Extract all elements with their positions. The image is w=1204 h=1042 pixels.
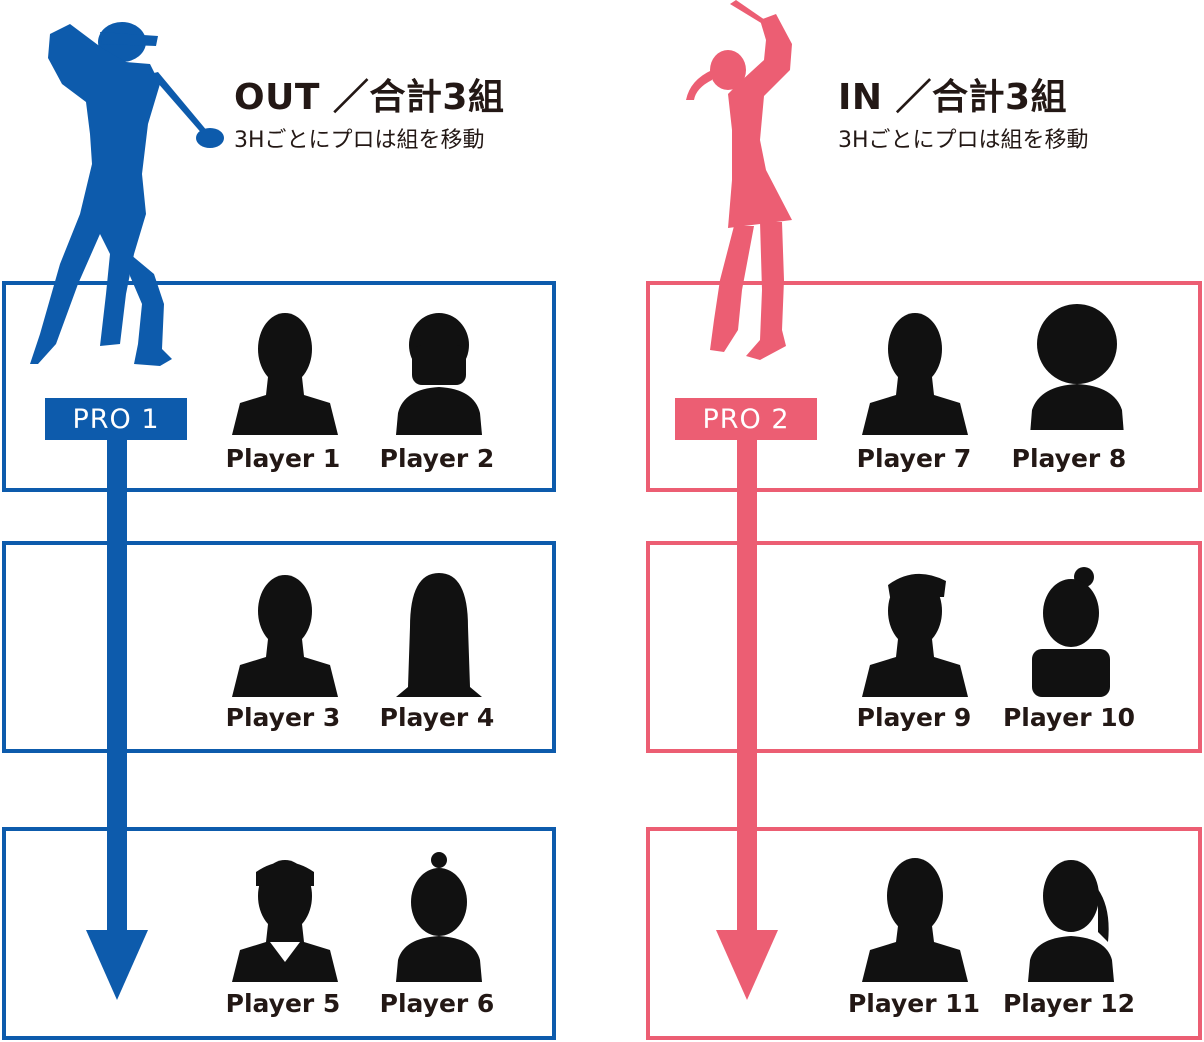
player-2-label: Player 2 xyxy=(379,444,495,473)
player-4-label: Player 4 xyxy=(379,703,495,732)
in-subtitle: 3Hごとにプロは組を移動 xyxy=(838,128,1089,153)
in-title: IN ／合計3組 xyxy=(838,77,1068,118)
female-golfer-icon xyxy=(686,0,792,360)
player-12-avatar-icon xyxy=(1028,860,1114,982)
out-group-1-box xyxy=(2,281,556,492)
player-11-avatar-icon xyxy=(862,858,968,982)
player-11-label: Player 11 xyxy=(847,989,981,1018)
player-3-label: Player 3 xyxy=(225,703,341,732)
player-5-label: Player 5 xyxy=(225,989,341,1018)
in-group-3-box xyxy=(646,827,1202,1040)
male-golfer-icon xyxy=(30,22,224,366)
player-5-avatar-icon xyxy=(232,860,338,982)
player-12-label: Player 12 xyxy=(1002,989,1136,1018)
player-1-avatar-icon xyxy=(232,313,338,435)
player-10-avatar-icon xyxy=(1032,567,1110,697)
player-3-avatar-icon xyxy=(232,575,338,697)
out-group-3-box xyxy=(2,827,556,1040)
player-7-label: Player 7 xyxy=(856,444,972,473)
in-group-1-box xyxy=(646,281,1202,492)
pro-1-badge: PRO 1 xyxy=(45,398,187,440)
out-move-arrow-icon xyxy=(86,440,148,1000)
in-move-arrow-icon xyxy=(716,440,778,1000)
player-4-avatar-icon xyxy=(396,573,482,697)
out-title: OUT ／合計3組 xyxy=(234,77,505,118)
in-group-2-box xyxy=(646,541,1202,753)
player-8-label: Player 8 xyxy=(1011,444,1127,473)
player-1-label: Player 1 xyxy=(225,444,341,473)
player-2-avatar-icon xyxy=(396,313,482,435)
player-7-avatar-icon xyxy=(862,313,968,435)
out-subtitle: 3Hごとにプロは組を移動 xyxy=(234,128,485,153)
player-9-avatar-icon xyxy=(862,573,968,697)
player-10-label: Player 10 xyxy=(1002,703,1136,732)
player-9-label: Player 9 xyxy=(856,703,972,732)
out-group-2-box xyxy=(2,541,556,753)
player-6-avatar-icon xyxy=(396,852,482,982)
player-6-label: Player 6 xyxy=(379,989,495,1018)
player-8-avatar-icon xyxy=(1030,304,1124,430)
pro-2-badge: PRO 2 xyxy=(675,398,817,440)
